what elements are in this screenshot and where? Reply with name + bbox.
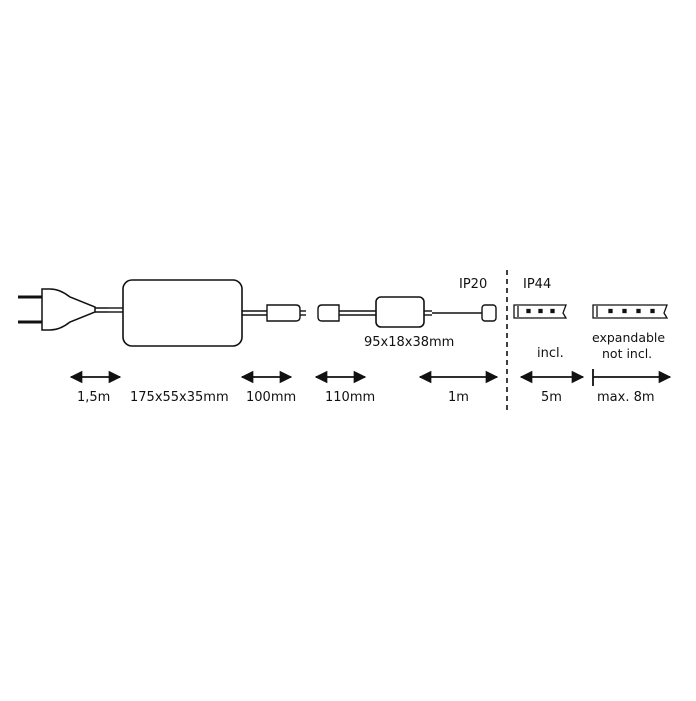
not-incl-label: not incl.	[602, 346, 652, 361]
power-supply-icon	[122, 279, 243, 347]
strip-connector-icon	[481, 304, 497, 322]
controller-box-icon	[375, 296, 425, 328]
dimension-cable-3: 1m	[448, 390, 469, 405]
connector-female-icon	[317, 304, 340, 322]
connector-male-icon	[266, 304, 306, 322]
plug-icon	[18, 288, 108, 331]
cable-connector-to-controller	[339, 310, 376, 316]
dimension-cable-2: 110mm	[325, 390, 375, 405]
led-strip-included-icon	[513, 304, 568, 319]
expandable-label: expandable	[592, 330, 665, 345]
led-strip-expandable-icon	[592, 304, 669, 319]
controller-size-label: 95x18x38mm	[364, 335, 454, 350]
dimension-strip-included: 5m	[541, 390, 562, 405]
ip20-label: IP20	[459, 277, 487, 292]
dimension-cable-1: 100mm	[246, 390, 296, 405]
cable-plug-to-psu	[108, 307, 123, 313]
dimension-plug-cable: 1,5m	[77, 390, 110, 405]
dimension-strip-max: max. 8m	[597, 390, 655, 405]
ip44-label: IP44	[523, 277, 551, 292]
cable-controller-to-strip	[424, 310, 482, 316]
dimension-power-supply: 175x55x35mm	[130, 390, 229, 405]
cable-psu-to-connector	[242, 310, 267, 316]
incl-label: incl.	[537, 346, 564, 361]
